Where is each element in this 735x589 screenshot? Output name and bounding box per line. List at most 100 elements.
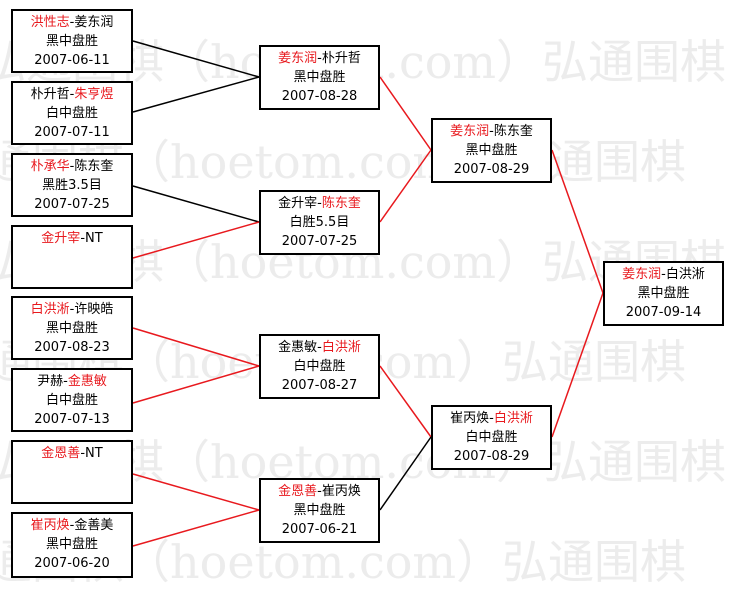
match-result: 黑中盘胜 xyxy=(637,286,690,301)
match-box-r1-5: 白洪淅-许映皓 黑中盘胜 2007-08-23 xyxy=(11,296,133,360)
match-date: 2007-08-27 xyxy=(281,378,358,393)
connector-line xyxy=(379,76,432,151)
loser-name: 陈东奎 xyxy=(493,124,533,139)
separator: - xyxy=(69,15,75,30)
winner-name: 白洪淅 xyxy=(321,340,361,355)
match-players: 金升宰-陈东奎 xyxy=(261,194,378,213)
loser-name: NT xyxy=(85,446,103,461)
separator: - xyxy=(661,267,666,282)
match-result: 黑胜3.5目 xyxy=(42,178,102,193)
match-box-r2-2: 金升宰-陈东奎 白胜5.5目 2007-07-25 xyxy=(259,190,380,255)
winner-name: 朴承华 xyxy=(30,159,70,174)
loser-name: 朴升哲 xyxy=(30,87,70,102)
connector-line xyxy=(132,365,260,404)
connector-line xyxy=(379,436,432,511)
match-date: 2007-07-11 xyxy=(34,125,110,140)
winner-name: 陈东奎 xyxy=(321,196,361,211)
connector-line xyxy=(132,473,260,511)
match-players: 金恩善-崔丙焕 xyxy=(261,482,378,501)
winner-name: 金恩善 xyxy=(41,446,81,461)
connector-line xyxy=(132,327,260,367)
match-players: 姜东润-朴升哲 xyxy=(261,49,378,68)
loser-name: 姜东润 xyxy=(74,15,114,30)
connector-line xyxy=(551,149,604,294)
separator: - xyxy=(69,302,75,317)
separator: - xyxy=(317,484,322,499)
match-players: 白洪淅-许映皓 xyxy=(13,300,131,319)
match-players: 金惠敏-白洪淅 xyxy=(261,338,378,357)
connector-line xyxy=(132,509,260,547)
winner-name: 金惠敏 xyxy=(67,374,107,389)
match-players: 洪性志-姜东润 xyxy=(13,13,131,32)
winner-name: 白洪淅 xyxy=(30,302,70,317)
match-box-final: 姜东润-白洪淅 黑中盘胜 2007-09-14 xyxy=(603,261,724,326)
match-date: 2007-06-21 xyxy=(281,522,358,537)
match-box-r1-3: 朴承华-陈东奎 黑胜3.5目 2007-07-25 xyxy=(11,153,133,217)
match-result: 黑中盘胜 xyxy=(293,503,346,518)
match-players: 朴升哲-朱亨煜 xyxy=(13,85,131,104)
match-date: 2007-08-28 xyxy=(281,89,358,104)
separator: - xyxy=(317,51,322,66)
connector-line xyxy=(132,185,260,223)
match-box-r1-4: 金升宰-NT xyxy=(11,225,133,289)
separator: - xyxy=(63,374,68,389)
match-box-r2-3: 金惠敏-白洪淅 白中盘胜 2007-08-27 xyxy=(259,334,380,399)
match-players: 姜东润-白洪淅 xyxy=(605,265,722,284)
match-players: 崔丙焕-白洪淅 xyxy=(433,409,550,428)
match-date: 2007-06-11 xyxy=(34,53,110,68)
match-result: 黑中盘胜 xyxy=(293,70,346,85)
match-box-r1-8: 崔丙焕-金善美 黑中盘胜 2007-06-20 xyxy=(11,512,133,578)
loser-name: 崔丙焕 xyxy=(450,411,490,426)
loser-name: 金惠敏 xyxy=(278,340,318,355)
match-date: 2007-08-29 xyxy=(453,449,530,464)
separator: - xyxy=(69,87,75,102)
match-result: 白中盘胜 xyxy=(45,393,98,408)
match-result: 黑中盘胜 xyxy=(45,537,98,552)
connector-line xyxy=(379,365,432,438)
loser-name: 白洪淅 xyxy=(665,267,705,282)
match-result: 白中盘胜 xyxy=(45,106,98,121)
connector-line xyxy=(132,40,260,78)
loser-name: 陈东奎 xyxy=(74,159,114,174)
separator: - xyxy=(80,446,86,461)
match-date: 2007-08-29 xyxy=(453,162,530,177)
winner-name: 白洪淅 xyxy=(493,411,533,426)
match-date: 2007-06-20 xyxy=(34,556,110,571)
match-players: 金恩善-NT xyxy=(13,444,131,463)
match-box-r1-6: 尹赫-金惠敏 白中盘胜 2007-07-13 xyxy=(11,368,133,432)
match-players: 姜东润-陈东奎 xyxy=(433,122,550,141)
loser-name: 金善美 xyxy=(74,518,114,533)
winner-name: 姜东润 xyxy=(622,267,662,282)
winner-name: 姜东润 xyxy=(278,51,318,66)
loser-name: 金升宰 xyxy=(278,196,318,211)
match-date: 2007-09-14 xyxy=(625,305,702,320)
match-box-r3-2: 崔丙焕-白洪淅 白中盘胜 2007-08-29 xyxy=(431,405,552,470)
connector-line xyxy=(132,76,260,113)
match-date: 2007-07-13 xyxy=(34,412,110,427)
separator: - xyxy=(489,124,494,139)
winner-name: 姜东润 xyxy=(450,124,490,139)
match-result: 黑中盘胜 xyxy=(45,34,98,49)
match-result: 黑中盘胜 xyxy=(45,321,98,336)
match-date: 2007-07-25 xyxy=(34,197,110,212)
separator: - xyxy=(317,196,322,211)
connector-line xyxy=(132,221,260,259)
match-result: 白胜5.5目 xyxy=(289,215,350,230)
match-date: 2007-08-23 xyxy=(34,340,110,355)
loser-name: NT xyxy=(85,231,103,246)
loser-name: 尹赫 xyxy=(37,374,64,389)
match-box-r1-1: 洪性志-姜东润 黑中盘胜 2007-06-11 xyxy=(11,9,133,73)
match-box-r2-4: 金恩善-崔丙焕 黑中盘胜 2007-06-21 xyxy=(259,478,380,543)
match-players: 尹赫-金惠敏 xyxy=(13,372,131,391)
winner-name: 金恩善 xyxy=(278,484,318,499)
match-players: 金升宰-NT xyxy=(13,229,131,248)
loser-name: 朴升哲 xyxy=(321,51,361,66)
winner-name: 洪性志 xyxy=(30,15,70,30)
match-result: 白中盘胜 xyxy=(293,359,346,374)
separator: - xyxy=(80,231,86,246)
separator: - xyxy=(69,518,75,533)
connector-line xyxy=(379,149,432,223)
separator: - xyxy=(489,411,494,426)
match-box-r1-2: 朴升哲-朱亨煜 白中盘胜 2007-07-11 xyxy=(11,81,133,145)
